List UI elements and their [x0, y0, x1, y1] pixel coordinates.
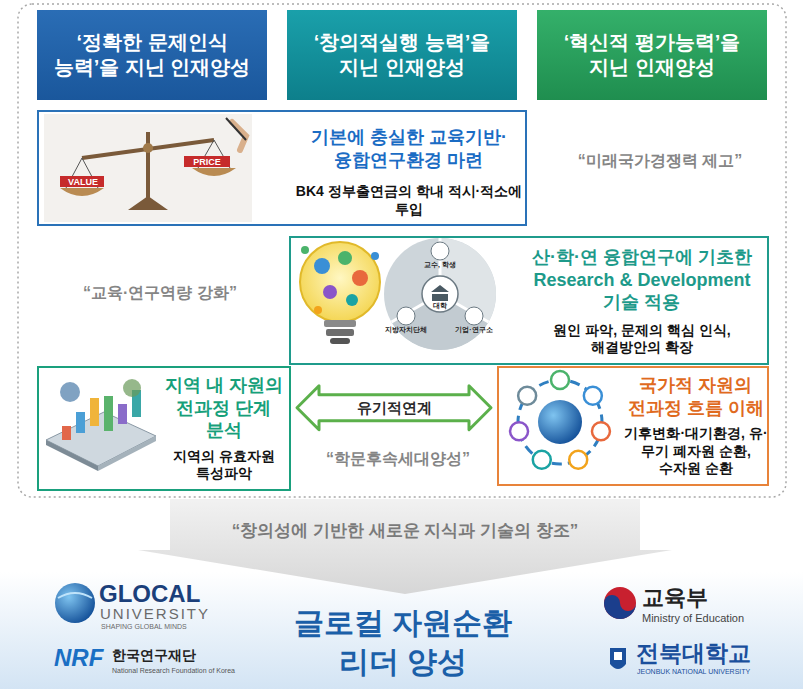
text-area: 산·학·연 융합연구에 기초한 Research & Development 기… [517, 246, 767, 357]
cycle-illustration [510, 371, 610, 469]
heading-text: 국가적 자원의 전과정 흐름 이해 [623, 374, 769, 419]
cycle-stage [518, 387, 536, 405]
text-area: ‘창의적실행 능력’을 지닌 인재양성 [287, 10, 517, 100]
circle-label: 기업·연구소 [449, 326, 499, 334]
heading-text: 글로컬 자원순환 리더 양성 [278, 603, 528, 681]
logo-text: UNIVERSITY [100, 605, 210, 622]
bar-block [90, 398, 99, 426]
strategy-box: 지역 내 자원의 전과정 단계 분석지역의 유효자원 특성파악 [37, 366, 291, 491]
slogan: “교육·연구역량 강화” [40, 284, 280, 302]
body-text: 원인 파악, 문제의 핵심 인식, 해결방안의 확장 [517, 322, 767, 357]
sign-text: PRICE [185, 157, 229, 167]
body-text: 지역의 유효자원 특성파악 [159, 448, 289, 483]
scales-illustration [44, 114, 252, 222]
heading-text: 산·학·연 융합연구에 기초한 Research & Development 기… [517, 246, 767, 314]
cooperation-circle [384, 238, 496, 350]
circle-label: 대학 [428, 302, 452, 310]
slogan: “창의성에 기반한 새로운 지식과 기술의 창조” [150, 521, 660, 541]
cycle-stage [551, 371, 569, 389]
cycle-stage [584, 387, 602, 405]
cycle-stage [510, 422, 528, 440]
logo-text: GLOCAL [99, 580, 200, 608]
text-area: ‘정확한 문제인식 능력’을 지닌 인재양성 [37, 10, 267, 100]
tablet-illustration [46, 379, 156, 471]
double-arrow [297, 386, 491, 430]
circle-label: 지방자치단체 [381, 326, 431, 334]
goal-box: ‘정확한 문제인식 능력’을 지닌 인재양성 [37, 10, 267, 100]
heading-text: ‘혁신적 평가능력’을 지닌 인재양성 [547, 30, 757, 80]
logo-text: National Research Foundation of Korea [112, 667, 235, 675]
heading-text: 기본에 충실한 교육기반·융합연구환경 마련 [295, 126, 523, 171]
bar-block [104, 396, 113, 431]
logo-text: 한국연구재단 [112, 647, 196, 663]
logo-text: SHAPING GLOBAL MINDS [101, 623, 187, 631]
bar-block [76, 412, 85, 433]
logo-text: 교육부 [642, 585, 708, 610]
body-text: 기후변화·대기환경, 유·무기 폐자원 순환, 수자원 순환 [623, 425, 769, 478]
strategy-box: 기본에 충실한 교육기반·융합연구환경 마련 BK4 정부출연금의 학내 적시·적… [37, 110, 527, 226]
bulb-illustration [300, 242, 380, 344]
cycle-stage [533, 451, 551, 469]
big-arrow [138, 499, 672, 594]
text-area: 기본에 충실한 교육기반·융합연구환경 마련 BK4 정부출연금의 학내 적시·적… [295, 126, 523, 218]
logo-text: 전북대학교 [636, 640, 751, 666]
text-area: 지역 내 자원의 전과정 단계 분석지역의 유효자원 특성파악 [159, 374, 289, 483]
slogan: “미래국가경쟁력 제고” [545, 152, 775, 170]
logo-text: NRF [54, 644, 103, 672]
text-area: 국가적 자원의 전과정 흐름 이해기후변화·대기환경, 유·무기 폐자원 순환,… [623, 374, 769, 478]
goal-box: ‘창의적실행 능력’을 지닌 인재양성 [287, 10, 517, 100]
heading-text: 지역 내 자원의 전과정 단계 분석 [159, 374, 289, 442]
strategy-box: 산·학·연 융합연구에 기초한 Research & Development 기… [289, 236, 769, 365]
bar-block [118, 404, 127, 424]
logo-text: JEONBUK NATIONAL UNIVERSITY [637, 668, 750, 676]
sign-text: VALUE [62, 177, 104, 187]
slogan: “학문후속세대양성” [300, 450, 496, 468]
edge-label: 유기적연계 [355, 399, 434, 416]
body-text: BK4 정부출연금의 학내 적시·적소에 투입 [295, 183, 523, 218]
heading-text: ‘정확한 문제인식 능력’을 지닌 인재양성 [47, 30, 257, 80]
cycle-stage [592, 422, 610, 440]
circle-label: 교수, 학생 [415, 261, 465, 269]
text-area: 글로컬 자원순환 리더 양성 [268, 596, 538, 688]
strategy-box: 국가적 자원의 전과정 흐름 이해기후변화·대기환경, 유·무기 폐자원 순환,… [497, 366, 769, 486]
bar-block [62, 426, 71, 440]
dashed-frame [18, 4, 786, 497]
goal-title: 글로컬 자원순환 리더 양성 [268, 596, 538, 688]
text-area: ‘혁신적 평가능력’을 지닌 인재양성 [537, 10, 767, 100]
cycle-stage [569, 451, 587, 469]
heading-text: ‘창의적실행 능력’을 지닌 인재양성 [297, 30, 507, 80]
logo-text: Ministry of Education [642, 612, 744, 625]
goal-box: ‘혁신적 평가능력’을 지닌 인재양성 [537, 10, 767, 100]
